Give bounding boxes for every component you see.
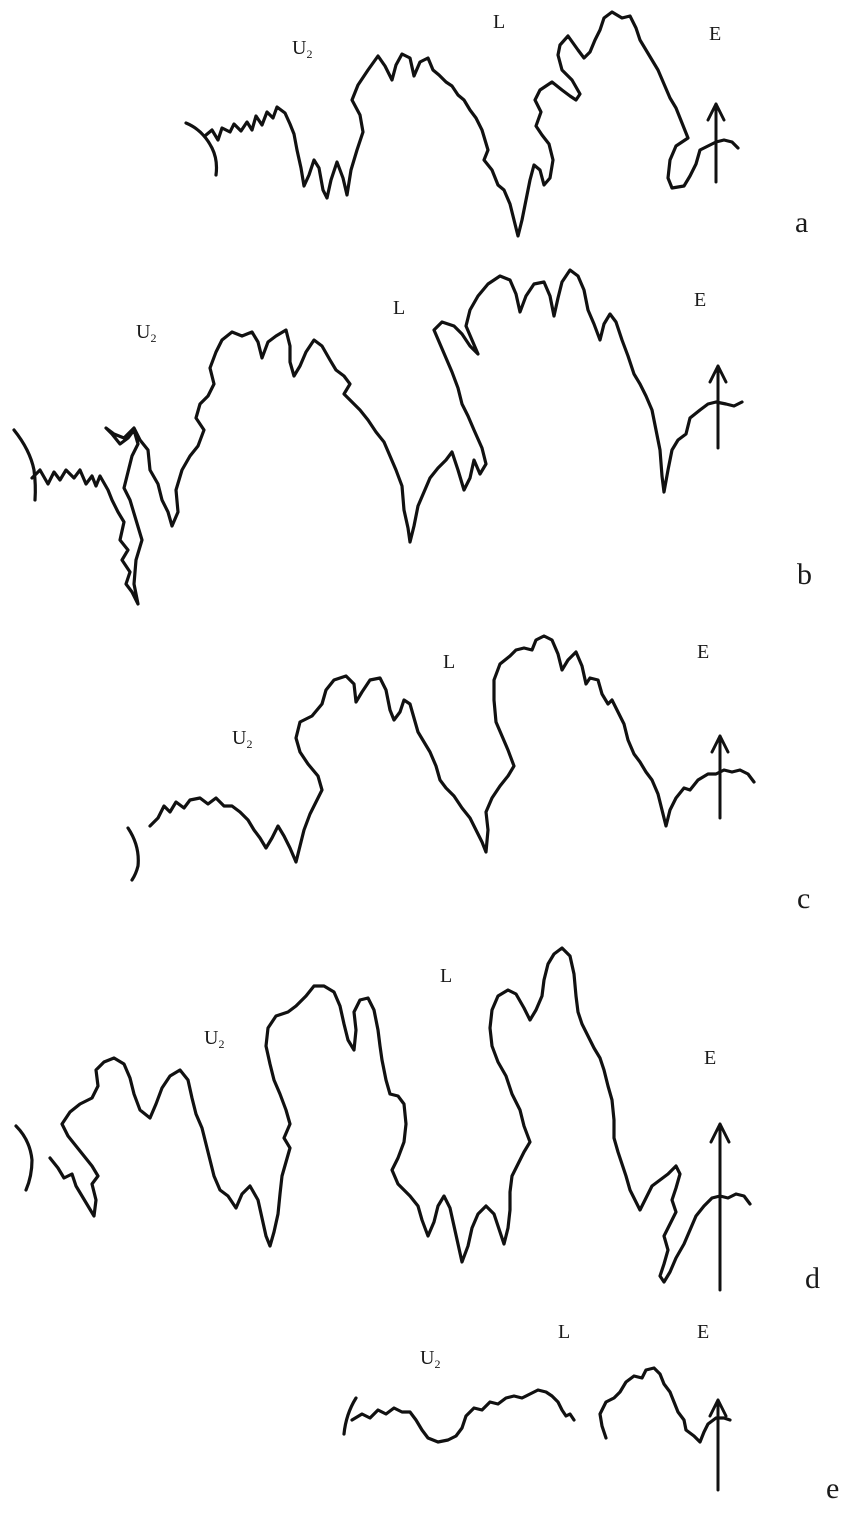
arrow-icon: [710, 1400, 726, 1490]
umbilical-line: [344, 1398, 356, 1434]
